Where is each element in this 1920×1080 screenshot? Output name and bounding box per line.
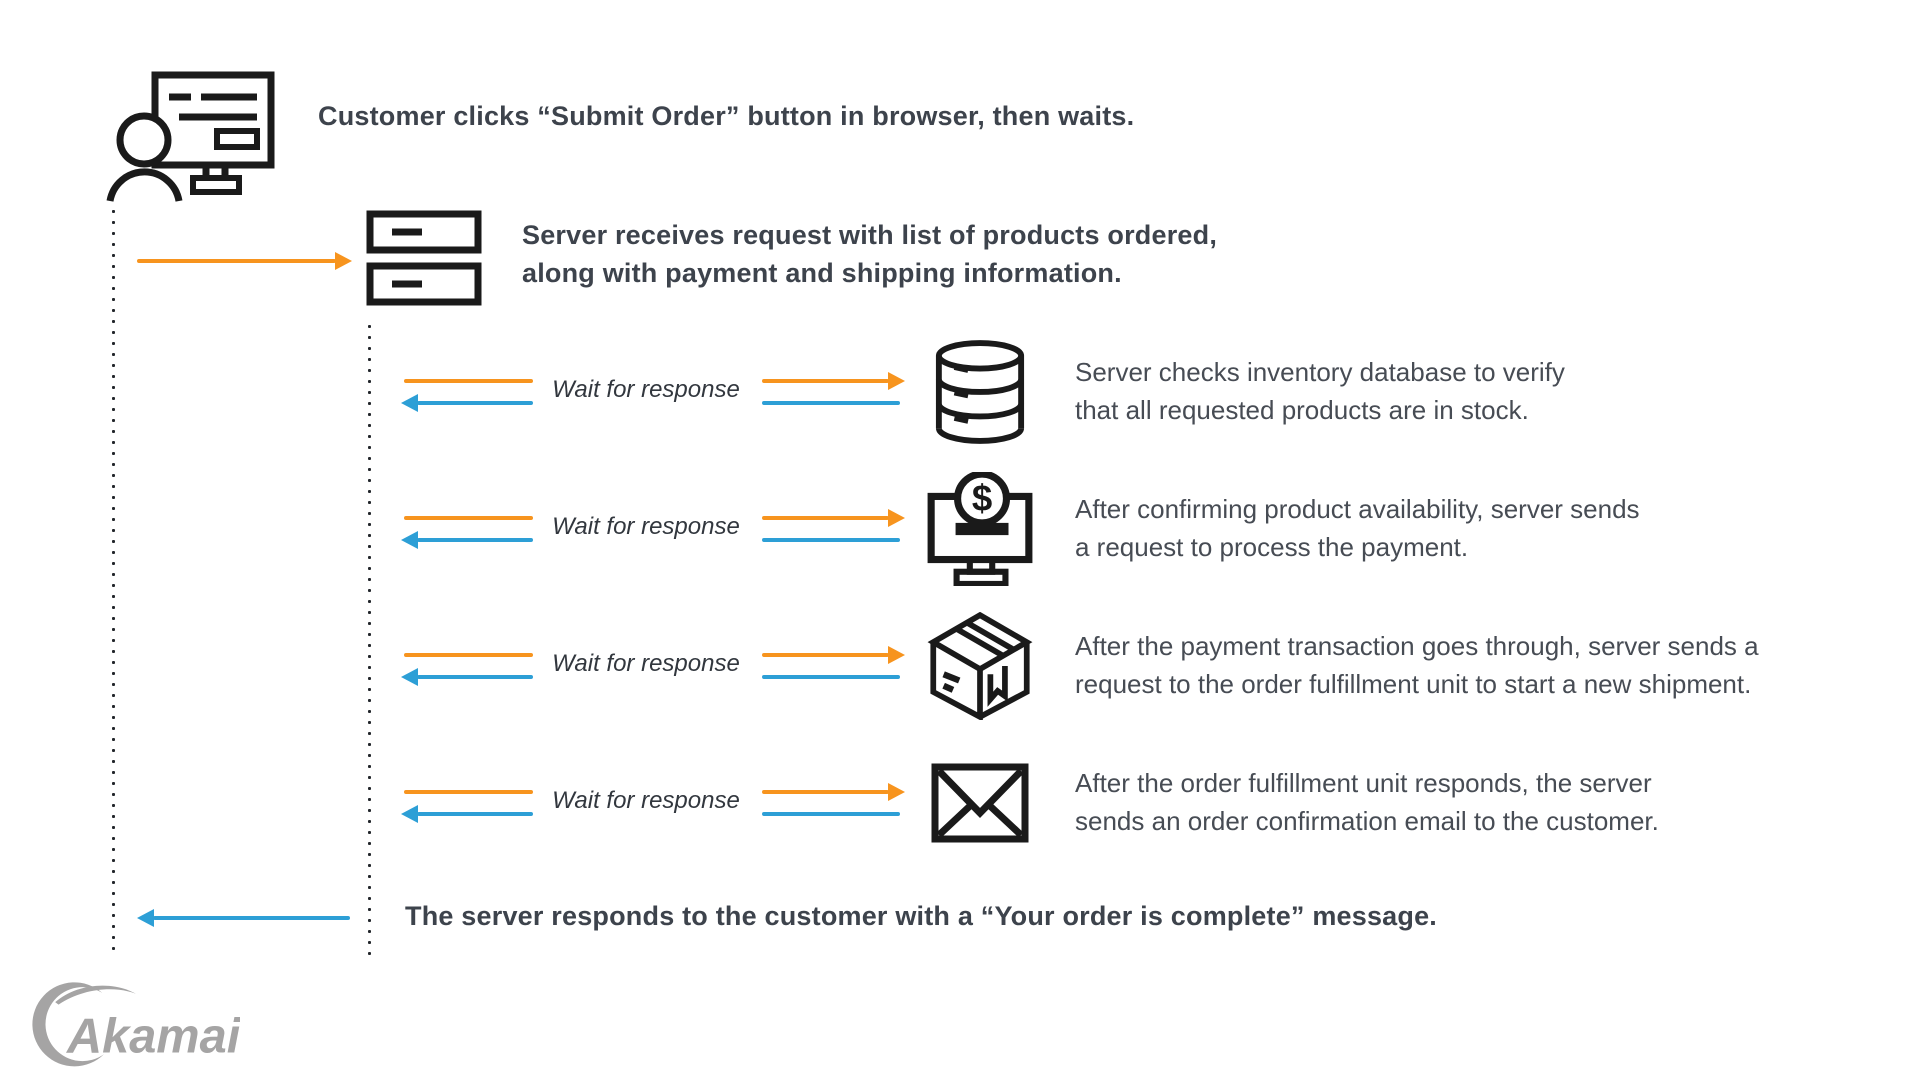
package-icon (924, 596, 1036, 736)
customer-caption: Customer clicks “Submit Order” button in… (318, 101, 1135, 131)
server-caption-line2: along with payment and shipping informat… (522, 258, 1122, 288)
response-line-right (762, 812, 900, 816)
customer-lifeline (112, 206, 115, 958)
final-response-arrow (137, 909, 350, 927)
akamai-swoosh-icon (32, 982, 136, 1067)
response-line-right (762, 538, 900, 542)
server-caption: Server receives request with list of pro… (522, 216, 1217, 292)
step-description: After confirming product availability, s… (1075, 490, 1640, 566)
response-arrow-left (401, 394, 533, 412)
step-row-fulfillment: Wait for response After the payment tran… (0, 596, 1920, 736)
step-description: Server checks inventory database to veri… (1075, 353, 1565, 429)
step-description: After the order fulfillment unit respond… (1075, 764, 1659, 840)
database-icon (924, 322, 1036, 462)
dollar-glyph: $ (972, 478, 992, 519)
request-line-left (404, 379, 533, 383)
step-row-payment: Wait for response $ After confirming pro… (0, 459, 1920, 599)
step-description-line1: After the order fulfillment unit respond… (1075, 768, 1652, 798)
akamai-logo: Akamai (30, 980, 240, 1068)
wait-label: Wait for response (552, 376, 740, 403)
step-description-line2: request to the order fulfillment unit to… (1075, 669, 1752, 699)
step-description-line1: After confirming product availability, s… (1075, 494, 1640, 524)
response-arrow-left (401, 668, 533, 686)
response-arrow-left (401, 805, 533, 823)
response-line-right (762, 401, 900, 405)
wait-label: Wait for response (552, 513, 740, 540)
request-arrow-right (762, 372, 905, 390)
server-lifeline (368, 321, 371, 958)
step-description-line1: After the payment transaction goes throu… (1075, 631, 1759, 661)
final-caption: The server responds to the customer with… (405, 901, 1437, 931)
step-description-line2: a request to process the payment. (1075, 532, 1469, 562)
step-row-inventory: Wait for response Server checks inventor… (0, 322, 1920, 462)
request-line-left (404, 653, 533, 657)
request-arrow-right (762, 783, 905, 801)
step-description-line2: that all requested products are in stock… (1075, 395, 1529, 425)
akamai-logo-text: Akamai (66, 1010, 240, 1064)
response-arrow-left (401, 531, 533, 549)
step-description-line1: Server checks inventory database to veri… (1075, 357, 1565, 387)
wait-label: Wait for response (552, 787, 740, 814)
step-row-email: Wait for response After the order fulfil… (0, 733, 1920, 873)
server-caption-line1: Server receives request with list of pro… (522, 220, 1218, 250)
request-line-left (404, 516, 533, 520)
payment-icon: $ (924, 459, 1036, 599)
wait-label: Wait for response (552, 650, 740, 677)
step-description-line2: sends an order confirmation email to the… (1075, 806, 1659, 836)
response-line-right (762, 675, 900, 679)
submit-order-request-arrow (137, 252, 352, 270)
server-icon (366, 210, 482, 306)
step-description: After the payment transaction goes throu… (1075, 627, 1759, 703)
request-arrow-right (762, 646, 905, 664)
email-icon (924, 733, 1036, 873)
request-line-left (404, 790, 533, 794)
customer-at-computer-icon (106, 70, 288, 204)
request-arrow-right (762, 509, 905, 527)
